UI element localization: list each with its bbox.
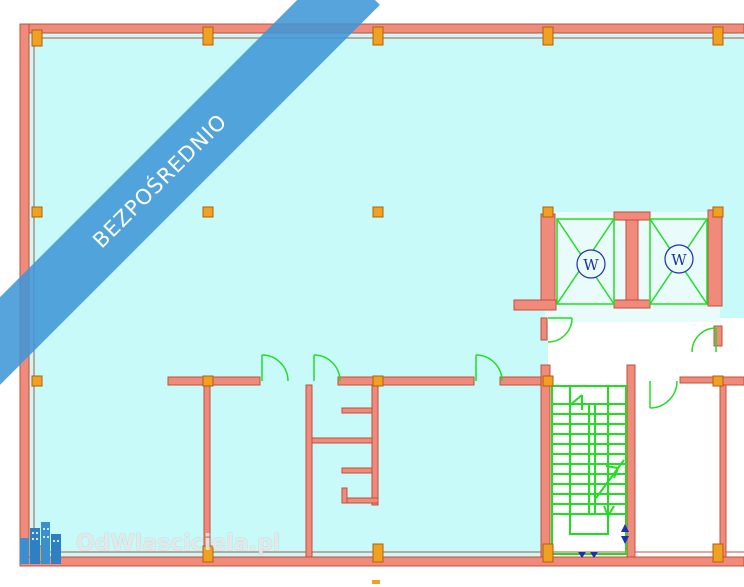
stair-markers bbox=[578, 524, 629, 558]
staircase bbox=[551, 385, 627, 555]
doors bbox=[261, 317, 717, 409]
stair-core-floor bbox=[548, 318, 744, 558]
elevator-symbol-left: W bbox=[576, 249, 606, 279]
elevator-symbol-right: W bbox=[664, 244, 694, 274]
watermark-text: OdWlasciciela.pl bbox=[76, 530, 281, 556]
bottom-mark bbox=[372, 580, 380, 584]
elevator-label-left: W bbox=[583, 256, 599, 274]
city-buildings-icon bbox=[20, 522, 61, 564]
watermark: OdWlasciciela.pl bbox=[18, 520, 280, 566]
elevator-label-right: W bbox=[671, 251, 687, 269]
